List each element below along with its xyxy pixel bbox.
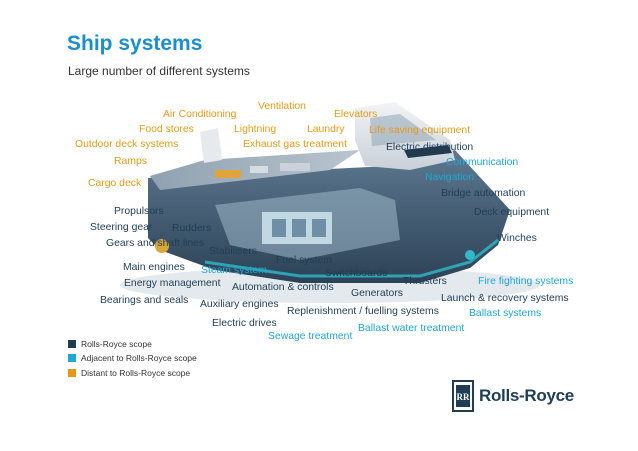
label-generators: Generators (351, 288, 403, 299)
label-cargo-deck: Cargo deck (88, 178, 142, 189)
label-fire-fighting-systems: Fire fighting systems (478, 276, 574, 287)
legend-item-adjacent: Adjacent to Rolls-Royce scope (68, 352, 197, 363)
ship-deck-crate (215, 170, 241, 178)
label-communication: Communication (446, 157, 519, 168)
label-elevators: Elevators (334, 109, 378, 120)
rolls-royce-monogram-icon: RR (452, 380, 474, 412)
label-deck-equipment: Deck equipment (474, 207, 550, 218)
legend-label: Adjacent to Rolls-Royce scope (81, 352, 197, 363)
label-switchboards: Switchboards (325, 268, 388, 279)
label-thrusters: Thrusters (403, 276, 447, 287)
label-air-conditioning: Air Conditioning (163, 109, 237, 120)
label-laundry: Laundry (307, 124, 345, 135)
label-steam-system: Steam system (201, 265, 267, 276)
label-bearings-and-seals: Bearings and seals (100, 295, 189, 306)
label-auxiliary-engines: Auxiliary engines (200, 299, 279, 310)
legend-label: Distant to Rolls-Royce scope (81, 367, 191, 378)
label-ballast-systems: Ballast systems (469, 308, 542, 319)
page-title: Ship systems (67, 32, 203, 55)
rolls-royce-wordmark: Rolls-Royce (479, 386, 574, 405)
label-bridge-automation: Bridge automation (441, 188, 526, 199)
label-electric-distribution: Electric distribution (386, 142, 474, 153)
label-rudders: Rudders (172, 223, 212, 234)
ship-thruster (465, 250, 475, 260)
label-propulsors: Propulsors (114, 206, 164, 217)
label-lightning: Lightning (234, 124, 277, 135)
label-food-stores: Food stores (139, 124, 194, 135)
label-stabilisers: Stabilisers (209, 246, 257, 257)
label-electric-drives: Electric drives (212, 318, 277, 329)
label-steering-gear: Steering gear (90, 222, 153, 233)
label-replenishment-fuelling-systems: Replenishment / fuelling systems (287, 306, 439, 317)
legend-label: Rolls-Royce scope (81, 338, 152, 349)
label-main-engines: Main engines (123, 262, 185, 273)
legend-swatch-distant (68, 368, 76, 377)
label-automation-controls: Automation & controls (232, 282, 334, 293)
ship-propeller (155, 239, 169, 253)
label-ramps: Ramps (114, 156, 147, 167)
legend-swatch-adjacent (68, 353, 76, 362)
label-fuel-system: Fuel system (276, 255, 333, 266)
ship-waterline (204, 238, 499, 278)
ship-bridge-windows (404, 145, 452, 158)
label-ballast-water-treatment: Ballast water treatment (358, 323, 465, 334)
label-outdoor-deck-systems: Outdoor deck systems (75, 139, 179, 150)
label-exhaust-gas-treatment: Exhaust gas treatment (243, 139, 347, 150)
label-energy-management: Energy management (124, 278, 221, 289)
legend-item-distant: Distant to Rolls-Royce scope (68, 367, 190, 378)
label-navigation: Navigation (425, 172, 475, 183)
page-subtitle: Large number of different systems (68, 64, 250, 78)
label-gears-and-shaft-lines: Gears and shaft lines (106, 238, 205, 249)
label-winches: Winches (497, 233, 537, 244)
label-ventilation: Ventilation (258, 101, 306, 112)
label-launch-recovery-systems: Launch & recovery systems (441, 293, 569, 304)
label-sewage-treatment: Sewage treatment (268, 331, 353, 342)
ship-funnel (200, 128, 222, 163)
legend-item-rolls-royce: Rolls-Royce scope (68, 338, 152, 349)
logo-monogram: RR (457, 392, 470, 402)
legend-swatch-rolls-royce (68, 339, 76, 348)
label-life-saving-equipment: Life saving equipment (369, 125, 471, 136)
